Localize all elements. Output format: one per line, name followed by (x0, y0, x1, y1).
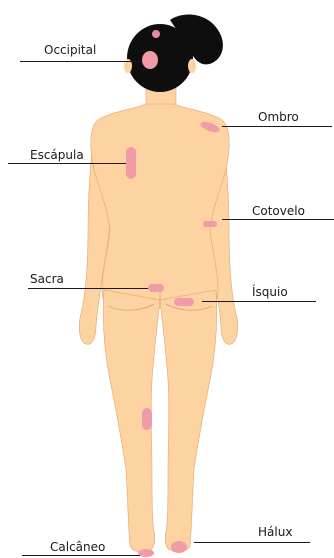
torso (91, 104, 230, 308)
label-ombro: Ombro (258, 110, 299, 124)
pressure-point-isquio (174, 298, 194, 306)
head (127, 24, 193, 92)
leader-line-occipital (20, 61, 142, 62)
hair-accessory (152, 30, 160, 38)
label-escapula: Escápula (30, 148, 84, 162)
label-isquio: Ísquio (252, 285, 288, 299)
leader-line-halux (194, 542, 310, 543)
pressure-point-cotovelo (203, 221, 217, 227)
leader-line-sacra (28, 288, 148, 289)
label-cotovelo: Cotovelo (252, 204, 305, 218)
leader-line-cotovelo (222, 219, 334, 220)
label-occipital: Occipital (44, 43, 96, 57)
pressure-point-occipital (142, 51, 158, 69)
leader-line-ombro (222, 126, 332, 127)
pressure-point-knee (142, 408, 152, 430)
label-halux: Hálux (258, 525, 292, 539)
right-leg (160, 290, 217, 552)
ear-right (188, 59, 196, 73)
label-calcaneo: Calcâneo (50, 540, 105, 554)
leader-line-escapula (8, 163, 126, 164)
pressure-point-sacra (148, 284, 164, 292)
leader-line-isquio (202, 301, 316, 302)
pressure-point-halux (171, 541, 187, 553)
leader-line-calcaneo (22, 555, 140, 556)
pressure-point-calcaneo (138, 549, 154, 557)
label-sacra: Sacra (30, 272, 64, 286)
pressure-point-escapula (126, 147, 136, 179)
